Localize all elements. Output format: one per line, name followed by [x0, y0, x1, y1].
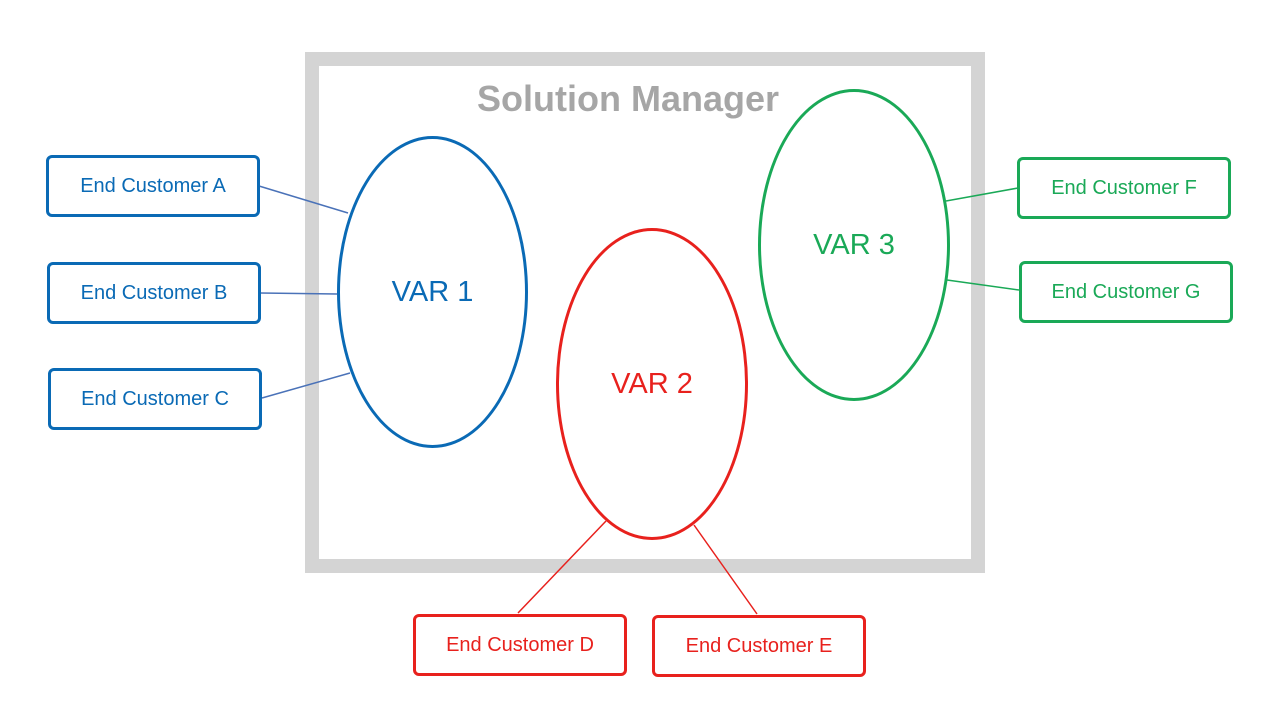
connector-f-var3 — [945, 187, 1019, 202]
end-customer-b-label: End Customer B — [80, 281, 228, 304]
var3-ellipse: VAR 3 — [758, 89, 950, 401]
connector-a-var1 — [258, 185, 349, 214]
var1-label: VAR 1 — [391, 275, 474, 308]
end-customer-b-box: End Customer B — [47, 262, 261, 324]
end-customer-c-box: End Customer C — [48, 368, 262, 430]
connector-g-var3 — [946, 279, 1020, 291]
end-customer-d-box: End Customer D — [413, 614, 627, 676]
var2-label: VAR 2 — [611, 367, 693, 400]
end-customer-a-box: End Customer A — [46, 155, 260, 217]
connector-b-var1 — [259, 292, 338, 295]
solution-manager-title: Solution Manager — [476, 78, 779, 119]
end-customer-g-label: End Customer G — [1051, 280, 1201, 303]
end-customer-a-label: End Customer A — [80, 174, 226, 197]
end-customer-e-box: End Customer E — [652, 615, 866, 677]
connector-c-var1 — [261, 372, 351, 399]
end-customer-c-label: End Customer C — [81, 387, 229, 410]
var3-label: VAR 3 — [813, 228, 895, 261]
end-customer-g-box: End Customer G — [1019, 261, 1233, 323]
connector-d-var2 — [517, 520, 607, 614]
end-customer-f-label: End Customer F — [1051, 176, 1197, 199]
var1-ellipse: VAR 1 — [337, 136, 528, 448]
end-customer-f-box: End Customer F — [1017, 157, 1231, 219]
end-customer-e-label: End Customer E — [685, 634, 833, 657]
var2-ellipse: VAR 2 — [556, 228, 748, 540]
connector-e-var2 — [693, 524, 758, 615]
end-customer-d-label: End Customer D — [446, 633, 594, 656]
